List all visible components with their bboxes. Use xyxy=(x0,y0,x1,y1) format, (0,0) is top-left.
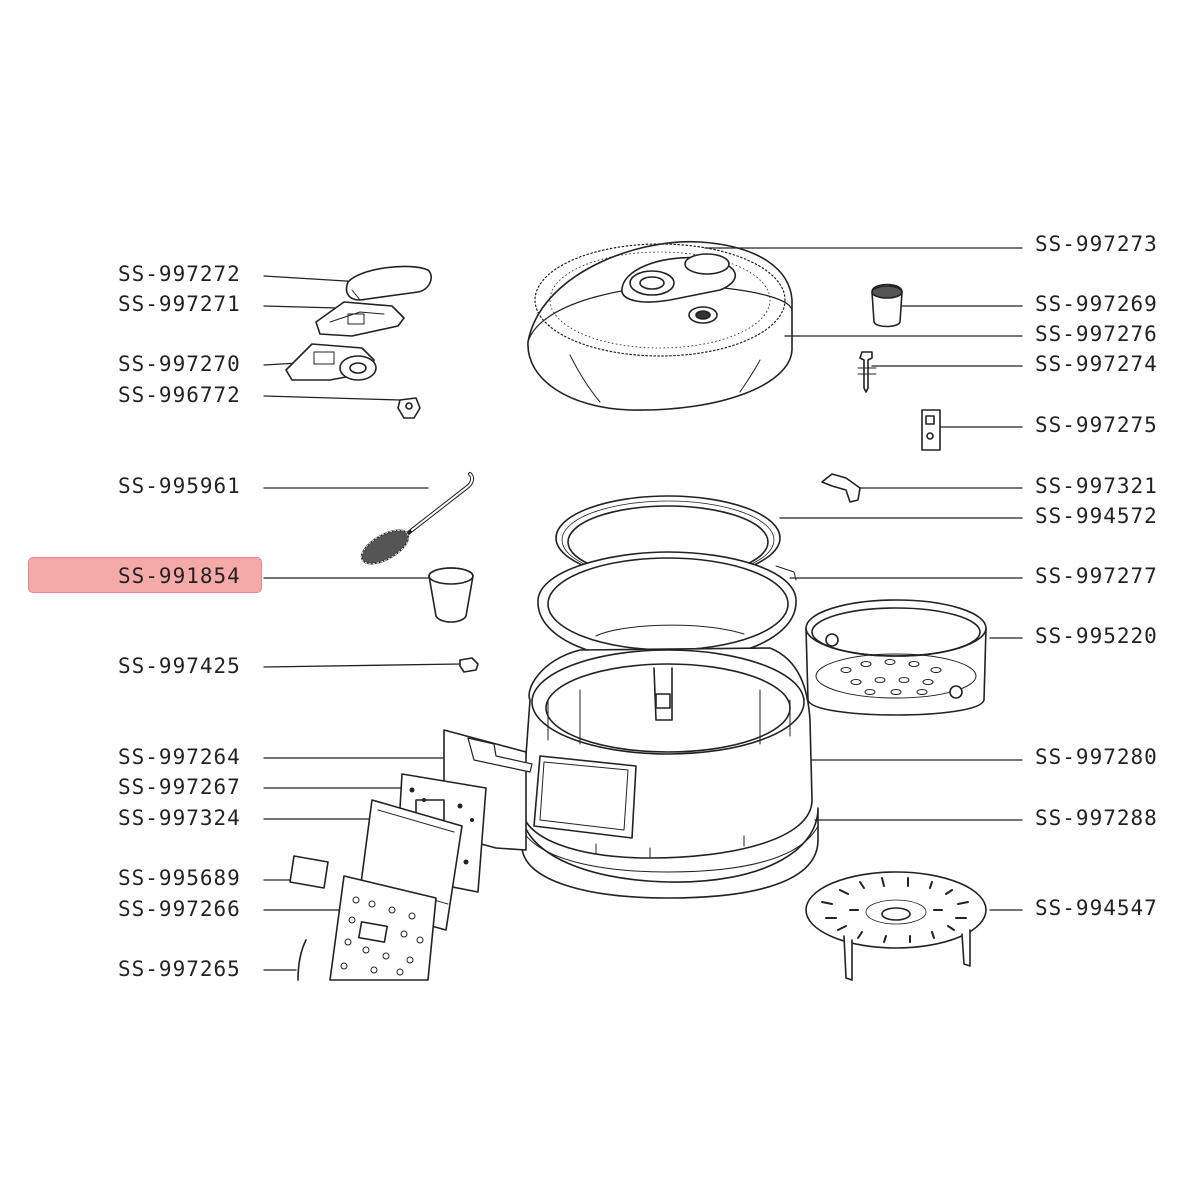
label-ss-997266[interactable]: SS-997266 xyxy=(118,897,241,921)
label-ss-997274[interactable]: SS-997274 xyxy=(1035,352,1158,376)
label-ss-996772[interactable]: SS-996772 xyxy=(118,383,241,407)
label-ss-997272[interactable]: SS-997272 xyxy=(118,262,241,286)
label-ss-997267[interactable]: SS-997267 xyxy=(118,775,241,799)
front-cover xyxy=(329,875,437,981)
label-ss-997425[interactable]: SS-997425 xyxy=(118,654,241,678)
leader-lines-right xyxy=(704,247,1023,911)
measuring-cup xyxy=(428,567,474,623)
bracket xyxy=(821,473,861,503)
label-ss-997264[interactable]: SS-997264 xyxy=(118,745,241,769)
trivet-slots xyxy=(821,877,969,943)
leader-lines-left xyxy=(263,275,461,971)
label-ss-994547[interactable]: SS-994547 xyxy=(1035,896,1158,920)
display-label xyxy=(289,855,329,889)
base-ring xyxy=(521,807,819,899)
small-clip xyxy=(397,397,421,419)
label-ss-997277[interactable]: SS-997277 xyxy=(1035,564,1158,588)
handle-latch xyxy=(315,301,405,337)
basket-holes xyxy=(840,659,942,695)
top-ring xyxy=(537,551,797,663)
selected-part-highlight xyxy=(28,557,262,593)
label-ss-997271[interactable]: SS-997271 xyxy=(118,292,241,316)
label-ss-997269[interactable]: SS-997269 xyxy=(1035,292,1158,316)
label-ss-995961[interactable]: SS-995961 xyxy=(118,474,241,498)
handle-base xyxy=(285,343,377,381)
label-ss-997280[interactable]: SS-997280 xyxy=(1035,745,1158,769)
label-ss-994572[interactable]: SS-994572 xyxy=(1035,504,1158,528)
label-ss-995220[interactable]: SS-995220 xyxy=(1035,624,1158,648)
pin xyxy=(857,351,877,393)
main-body xyxy=(521,624,813,859)
steam-basket xyxy=(805,599,987,716)
label-ss-997288[interactable]: SS-997288 xyxy=(1035,806,1158,830)
label-ss-991854-selected[interactable]: SS-991854 xyxy=(118,564,241,588)
lid xyxy=(527,240,793,411)
spoon xyxy=(360,472,475,565)
label-ss-997265[interactable]: SS-997265 xyxy=(118,957,241,981)
small-latch xyxy=(459,657,479,673)
micro-switch xyxy=(921,409,941,451)
label-ss-995689[interactable]: SS-995689 xyxy=(118,866,241,890)
label-ss-997275[interactable]: SS-997275 xyxy=(1035,413,1158,437)
valve-cap xyxy=(871,283,903,328)
label-ss-997321[interactable]: SS-997321 xyxy=(1035,474,1158,498)
label-ss-997324[interactable]: SS-997324 xyxy=(118,806,241,830)
label-ss-997270[interactable]: SS-997270 xyxy=(118,352,241,376)
side-panel xyxy=(297,939,307,981)
label-ss-997273[interactable]: SS-997273 xyxy=(1035,232,1158,256)
label-ss-997276[interactable]: SS-997276 xyxy=(1035,322,1158,346)
trivet xyxy=(805,871,987,981)
handle-top xyxy=(345,265,432,301)
